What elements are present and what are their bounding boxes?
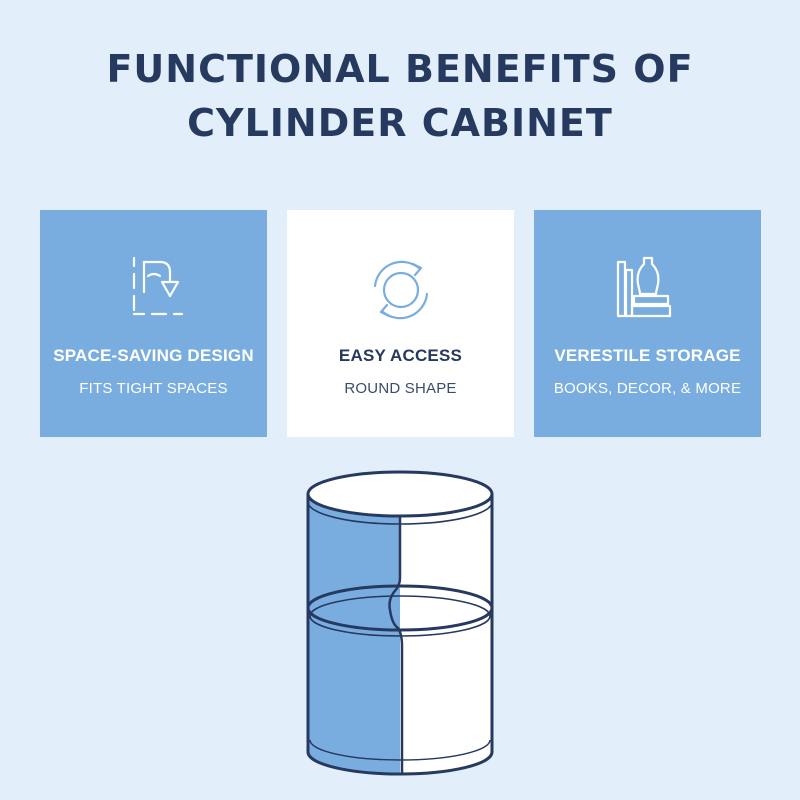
page-title: FUNCTIONAL BENEFITS OF CYLINDER CABINET: [0, 42, 800, 150]
benefit-heading: VERESTILE STORAGE: [554, 346, 741, 365]
benefit-card-easy-access: EASY ACCESS ROUND SHAPE: [287, 210, 514, 437]
benefit-subtitle: FITS TIGHT SPACES: [79, 380, 228, 397]
rotate-arrows-icon: [287, 252, 514, 332]
benefit-subtitle: BOOKS, DECOR, & MORE: [553, 380, 742, 397]
benefit-heading: SPACE-SAVING DESIGN: [53, 346, 254, 365]
benefit-card-space-saving: SPACE-SAVING DESIGN FITS TIGHT SPACES: [40, 210, 267, 437]
books-vase-icon: [534, 252, 761, 332]
benefit-subtitle: ROUND SHAPE: [344, 380, 457, 397]
page-title-line-2: CYLINDER CABINET: [187, 101, 613, 145]
benefit-card-versatile-storage: VERESTILE STORAGE BOOKS, DECOR, & MORE: [534, 210, 761, 437]
cylinder-cabinet-icon: [290, 468, 510, 778]
corner-arrow-icon: [40, 252, 267, 332]
benefit-heading: EASY ACCESS: [338, 346, 463, 365]
page-title-line-1: FUNCTIONAL BENEFITS OF: [106, 47, 694, 91]
